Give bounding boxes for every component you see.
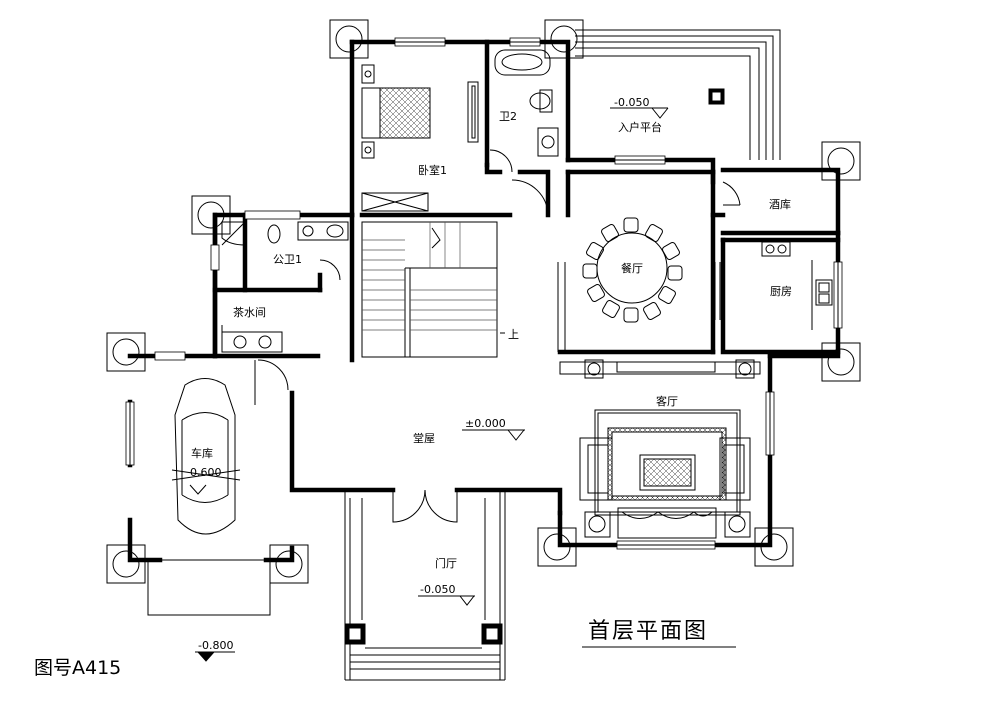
foyer-label: 门厅 [435,556,457,570]
living-label: 客厅 [656,394,678,408]
foyer-porch [344,490,506,681]
garage-car [147,359,289,616]
drawing-code: 图号A415 [34,657,121,679]
entry-platform-label: 入户平台 [618,120,662,134]
living-room-furniture [559,359,761,539]
main-entrance-doors [392,179,549,523]
public-wc-fixtures [221,221,349,281]
tea-room-label: 茶水间 [233,306,266,319]
garage-elevation: 0.600 [190,466,222,479]
public-wc-label: 公卫1 [273,253,302,266]
corner-columns [106,19,861,584]
exterior-elevation: -0.800 [198,639,233,652]
bedroom-furniture [361,64,479,212]
hall-elevation: ±0.000 [465,417,506,430]
bathroom2-fixtures [489,49,559,173]
dining-label: 餐厅 [621,261,643,275]
kitchen-fixtures [714,181,833,330]
entry-platform-steps [575,29,781,160]
garage-label: 车库 [191,446,213,460]
staircase [361,221,505,358]
tea-room-fixtures [221,325,283,353]
windows [125,37,843,550]
bedroom-label: 卧室1 [418,163,447,177]
dining-table [557,217,683,352]
bathroom2-label: 卫2 [499,110,517,123]
drawing-title: 首层平面图 [588,619,708,644]
foyer-elevation: -0.050 [420,583,455,596]
stair-up-label: 上 [508,328,519,341]
hall-label: 堂屋 [413,432,435,445]
walls [127,39,841,563]
elevation-markers [189,107,669,662]
entry-platform-elevation: -0.050 [614,96,649,109]
kitchen-label: 厨房 [770,285,792,298]
wine-cellar-label: 酒库 [769,198,791,211]
